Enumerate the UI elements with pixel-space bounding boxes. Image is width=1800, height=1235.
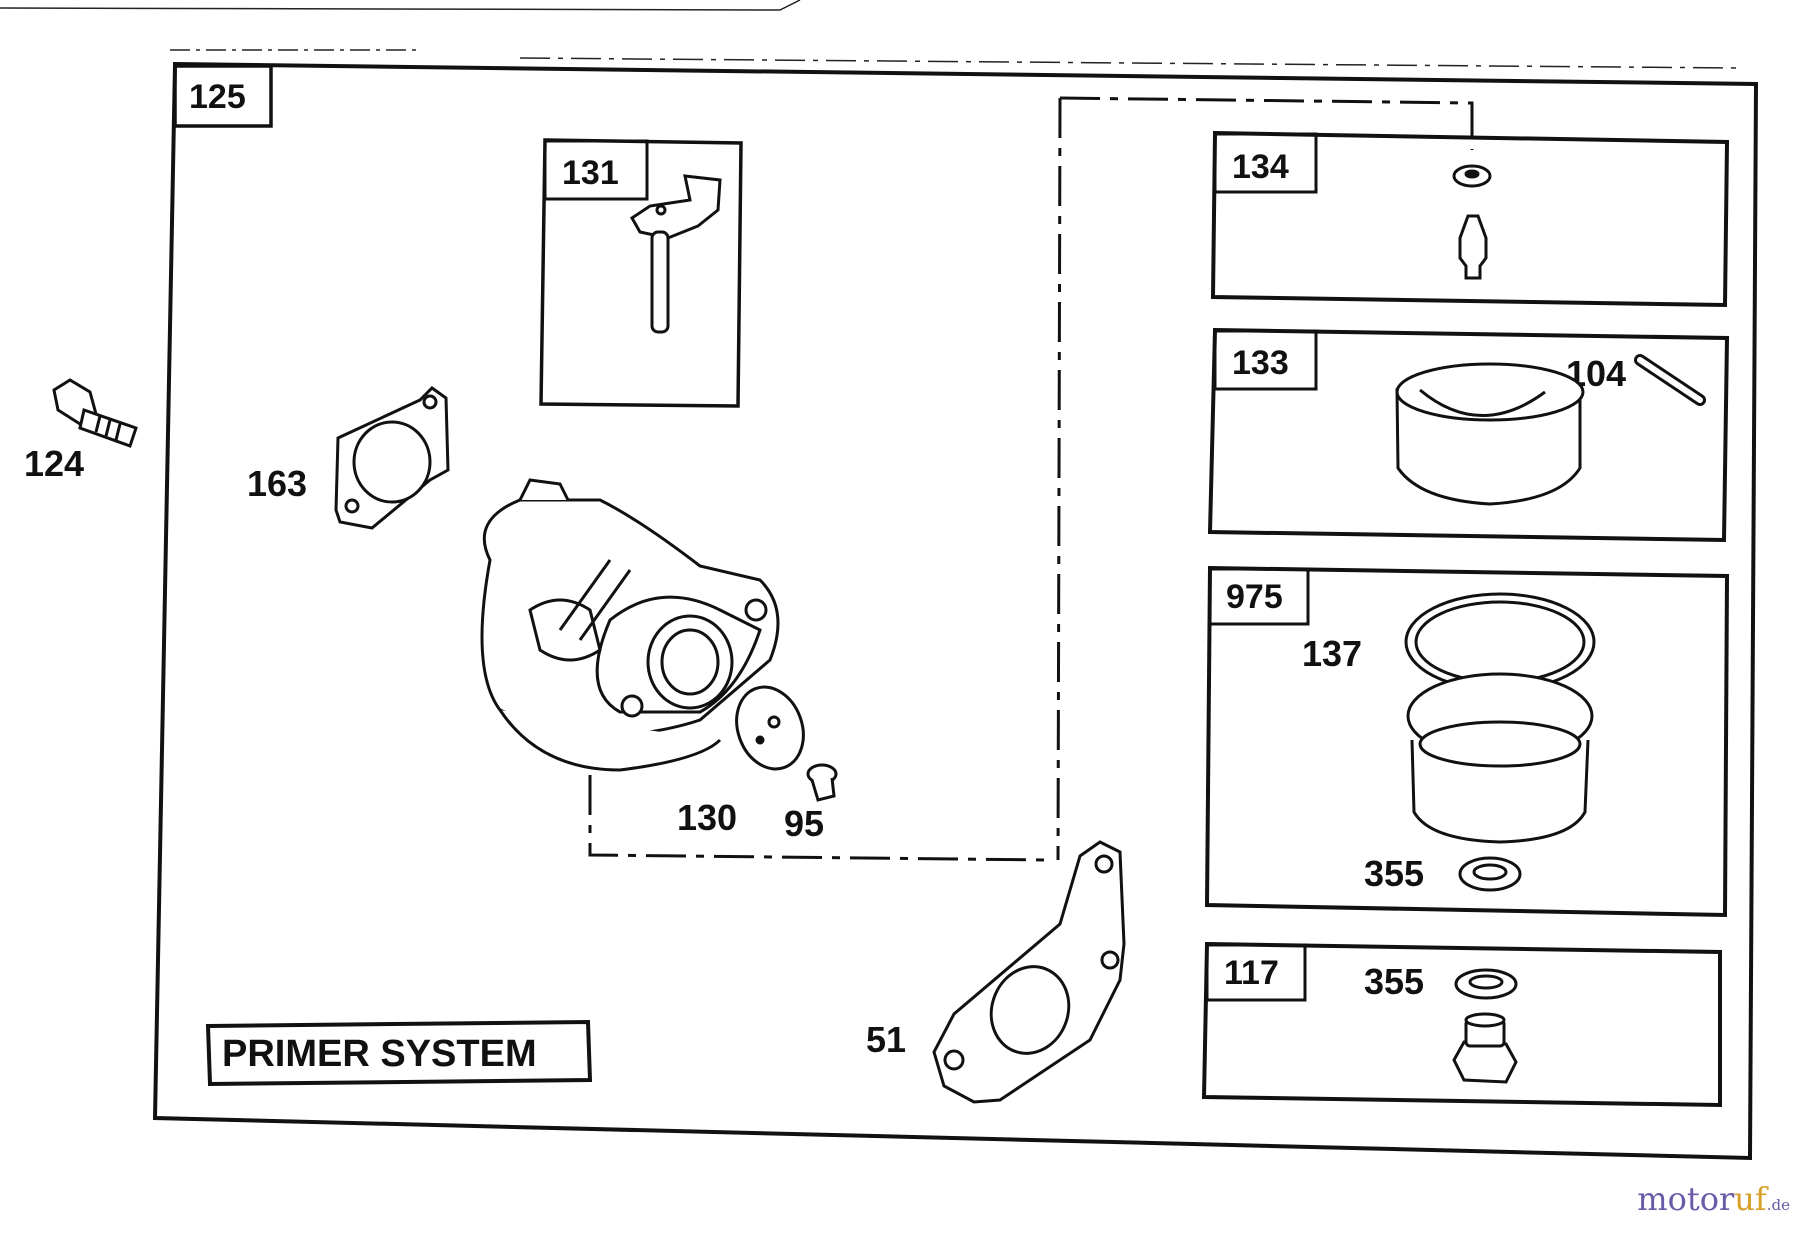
bowl-washer-label: 355 [1364,853,1424,894]
needle-seat-part [1452,164,1492,280]
drain-washer-label: 355 [1364,961,1424,1002]
bolt-label: 124 [24,443,84,484]
float-box [1207,327,1730,543]
throttle-plate-part [735,685,805,771]
lower-gasket-part [932,840,1126,1104]
float-part [1395,354,1706,506]
bowl-kit-box [1204,565,1730,918]
bowl-kit-label: 975 [1226,578,1283,616]
bolt-part [52,378,138,448]
assembly-label: 125 [189,78,246,116]
scan-noise [0,0,1741,69]
screw-part [806,763,838,802]
primer-system-label: PRIMER SYSTEM [222,1033,537,1075]
drain-kit-box [1201,941,1722,1108]
choke-box-label: 131 [562,154,619,192]
lower-gasket-label: 51 [866,1019,906,1060]
watermark: motoruf.de [1637,1180,1790,1218]
carburetor-body-part [480,478,780,772]
linkage-line [588,96,1474,862]
bowl-gasket-label: 137 [1302,633,1362,674]
drain-kit-label: 117 [1224,954,1279,992]
intake-gasket-part [334,386,450,530]
assembly-frame [152,61,1759,1161]
choke-box [539,138,743,408]
watermark-part2: uf [1734,1180,1767,1218]
needle-box [1210,130,1730,308]
choke-shaft-part [630,174,722,334]
bowl-washer-part [1458,856,1522,892]
needle-box-label: 134 [1232,148,1289,186]
screw-label: 95 [784,803,824,844]
drain-plug-part [1452,968,1518,1084]
primer-system-frame [205,1019,593,1087]
intake-gasket-label: 163 [247,463,307,504]
watermark-suffix: .de [1766,1196,1790,1214]
watermark-part1: motor [1637,1180,1735,1218]
plate-label: 130 [677,797,737,838]
bowl-part [1404,592,1596,844]
float-box-label: 133 [1232,344,1289,382]
